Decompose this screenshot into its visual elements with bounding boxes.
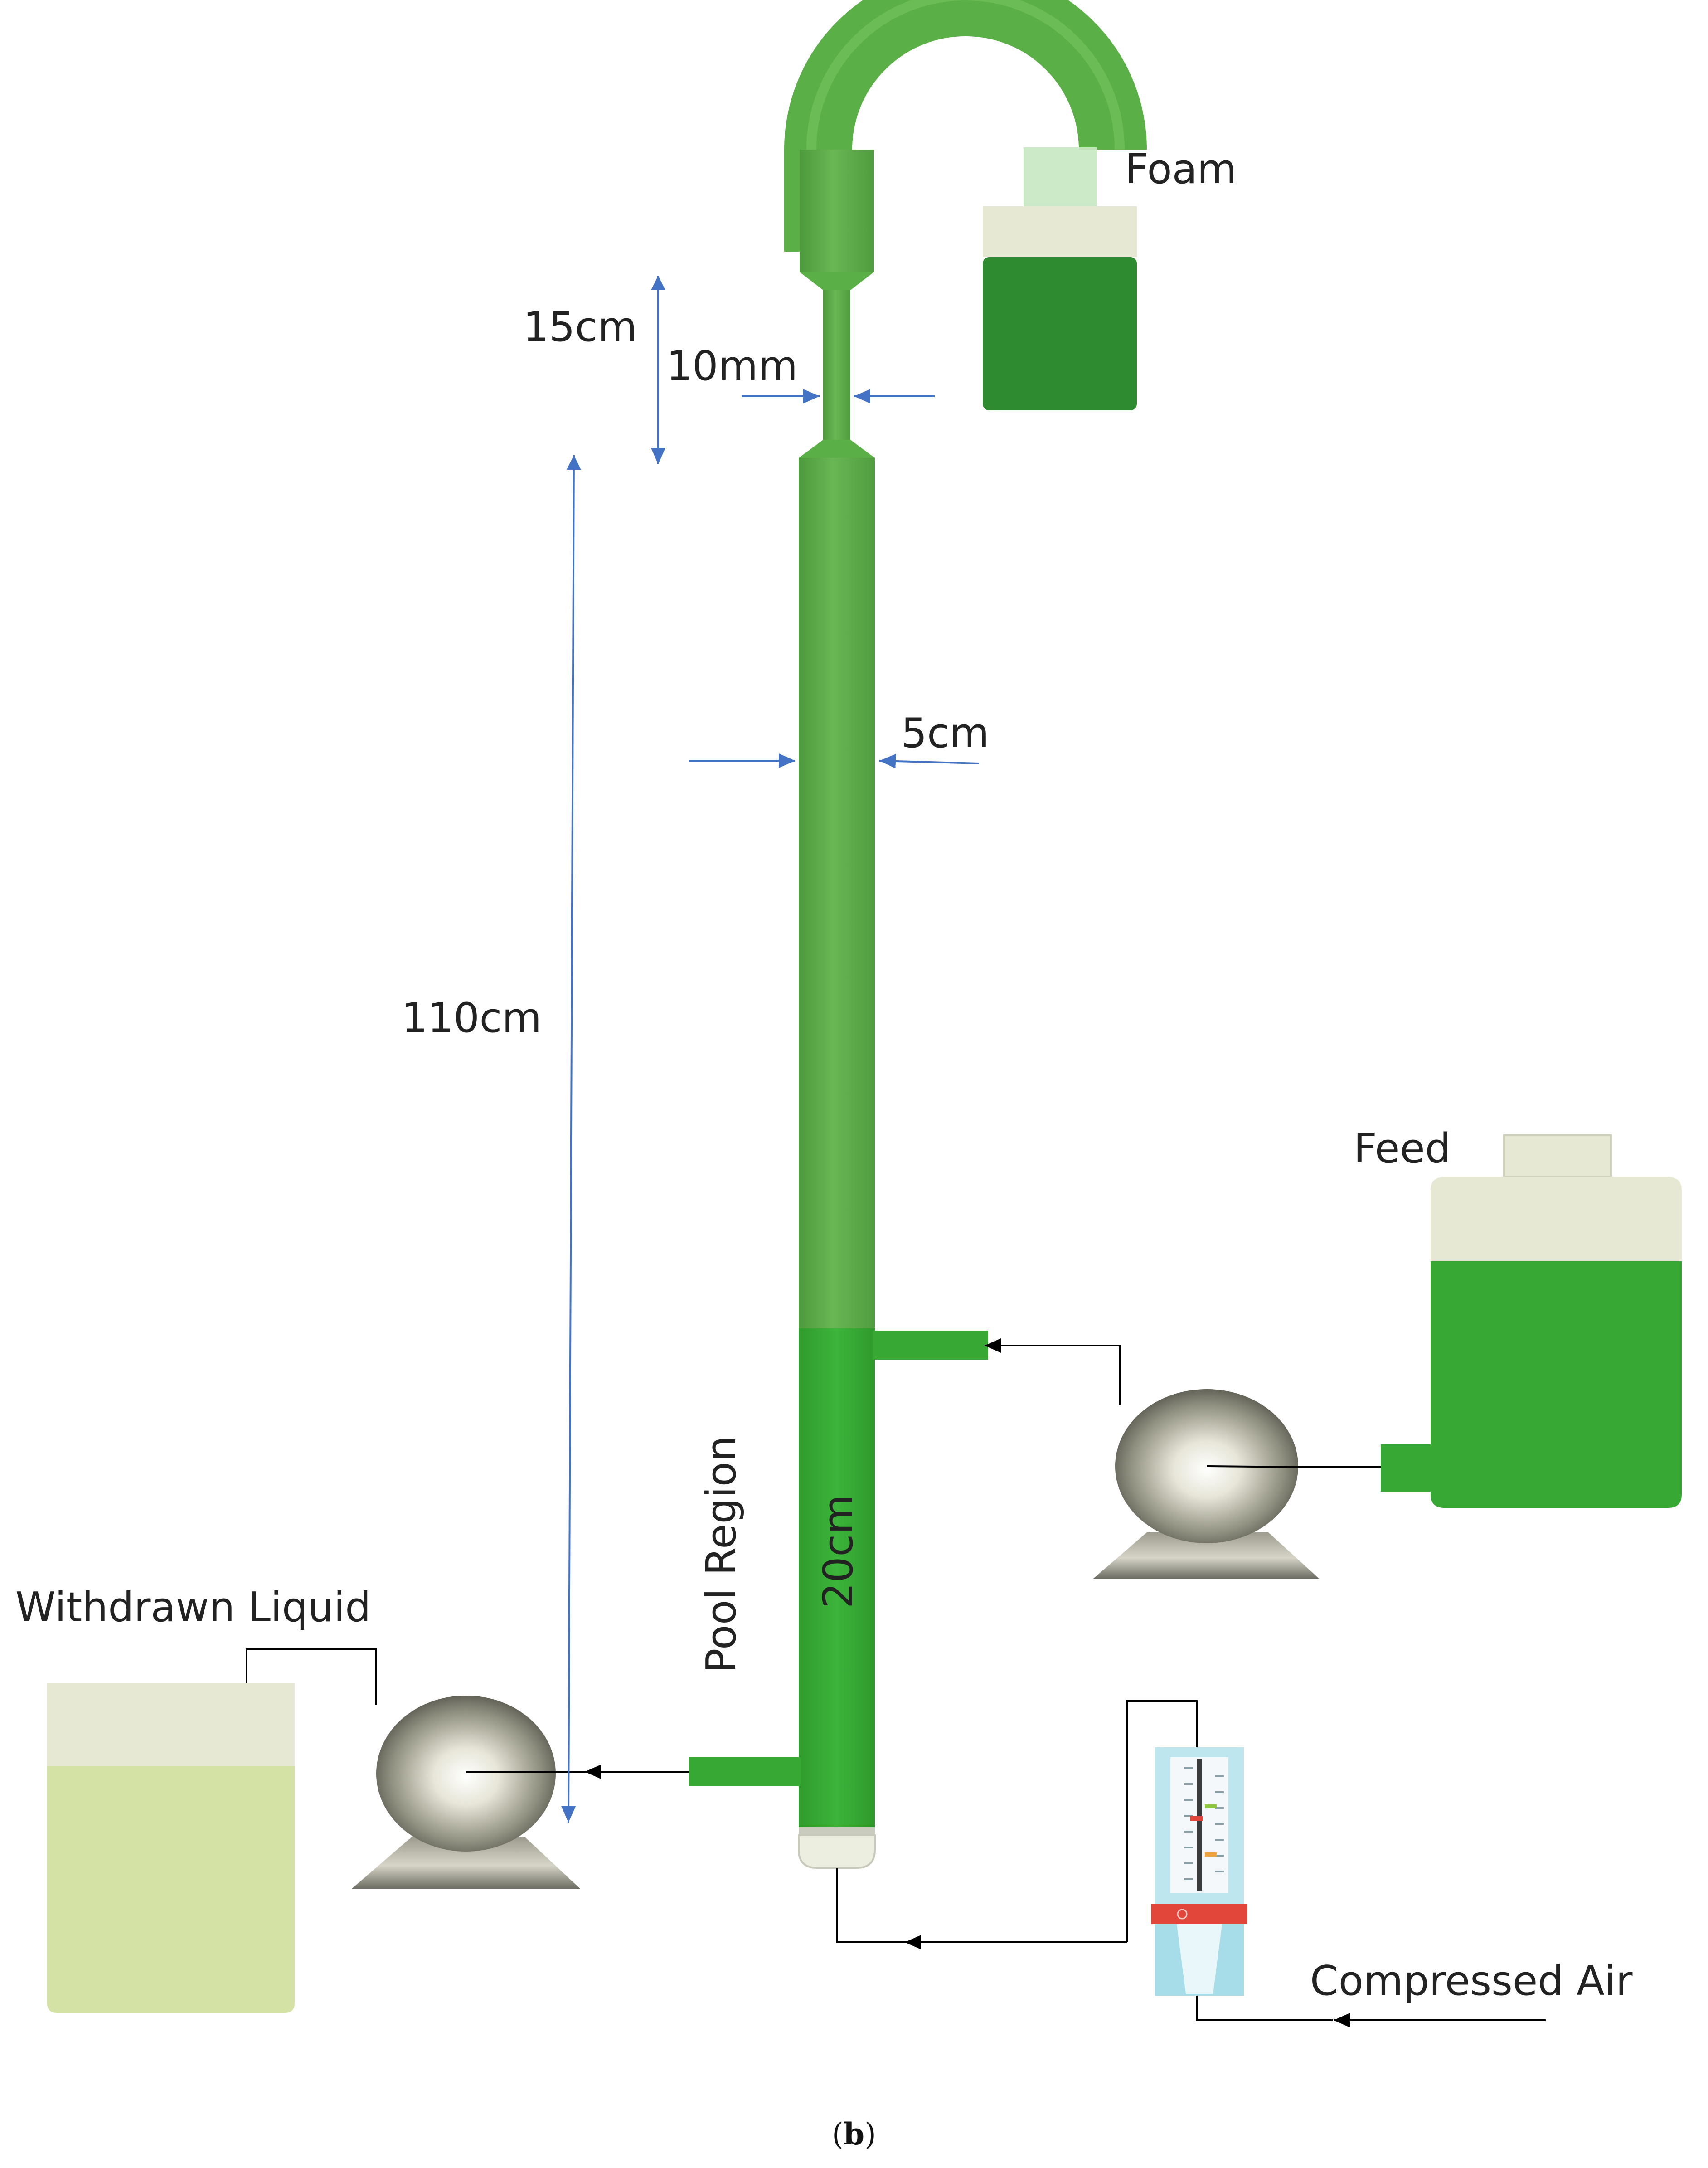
rotameter-outlet-line (1126, 1700, 1198, 1942)
narrow-neck (823, 290, 850, 440)
feed-tank-cap (1503, 1134, 1612, 1178)
caption-open: ( (832, 2117, 844, 2152)
feed-tank-outlet (1381, 1444, 1433, 1492)
rotameter-marker-green (1205, 1804, 1217, 1808)
feed-inlet-pipe (873, 1331, 988, 1360)
feed-pump (1093, 1389, 1319, 1579)
feed-pump-to-column-line (985, 1338, 1121, 1405)
rotameter-band (1151, 1904, 1247, 1924)
rotameter-band-dot (1177, 1909, 1188, 1920)
column-width-label: 5cm (901, 710, 989, 757)
dimension-markers (561, 276, 980, 1823)
column-height-arrow (561, 455, 581, 1823)
upper-taper (800, 272, 874, 290)
caption-close: ) (864, 2117, 876, 2152)
withdrawn-tank-lid (47, 1683, 295, 1766)
withdrawn-liquid-tank (47, 1683, 295, 2013)
withdrawn-tank-liquid (47, 1766, 295, 2013)
rotameter (1151, 1747, 1247, 1996)
withdrawal-outlet-pipe (689, 1757, 801, 1786)
column-bottom-cap (798, 1834, 876, 1869)
feed-tank-lid (1431, 1177, 1682, 1261)
column-height-label: 110cm (402, 994, 542, 1042)
feed-pump-shaft (1206, 1465, 1306, 1468)
withdrawn-liquid-label: Withdrawn Liquid (15, 1584, 371, 1631)
column-width-arrow-right (879, 753, 980, 768)
air-to-rotameter-line (1196, 1996, 1333, 2021)
rotameter-lower-highlight (1177, 1924, 1222, 1994)
withdrawal-pump-base (352, 1837, 580, 1889)
withdrawal-pump (352, 1696, 580, 1889)
foam-label: Foam (1125, 146, 1237, 193)
feed-tank-liquid (1431, 1261, 1682, 1508)
rotameter-ticks (1184, 1767, 1224, 1880)
feed-tank (1381, 1134, 1682, 1508)
foam-tank-lid (983, 206, 1137, 257)
u-bend-tube (784, 0, 1147, 252)
flow-lines (246, 1338, 1546, 2027)
foam-stream (1024, 147, 1097, 209)
withdrawal-pump-to-tank-line (246, 1648, 377, 1705)
rotameter-float-rod (1197, 1759, 1202, 1891)
neck-height-label: 15cm (523, 303, 637, 351)
rotameter-marker-red (1190, 1816, 1203, 1821)
feed-pump-base (1093, 1532, 1319, 1579)
compressed-air-label: Compressed Air (1310, 1957, 1633, 2005)
figure-caption: (b) (832, 2116, 876, 2152)
foam-tank-liquid (983, 257, 1137, 410)
foam-collector (983, 147, 1137, 410)
upper-column-section (800, 150, 874, 272)
column-bottom-ring (799, 1827, 875, 1835)
caption-letter: b (844, 2116, 864, 2152)
neck-width-label: 10mm (666, 342, 798, 390)
withdrawal-pump-body (376, 1696, 556, 1852)
pool-height-label: 20cm (815, 1494, 862, 1609)
main-foam-column (799, 458, 875, 1328)
u-bend-highlight (806, 0, 1125, 252)
column-air-entry-line (836, 1868, 905, 1943)
foam-column (689, 0, 1147, 1869)
feed-label: Feed (1354, 1125, 1451, 1172)
pool-region-label: Pool Region (698, 1436, 745, 1673)
lower-taper (799, 440, 875, 458)
pool-region-liquid (799, 1328, 875, 1827)
rotameter-marker-orange (1205, 1852, 1217, 1857)
